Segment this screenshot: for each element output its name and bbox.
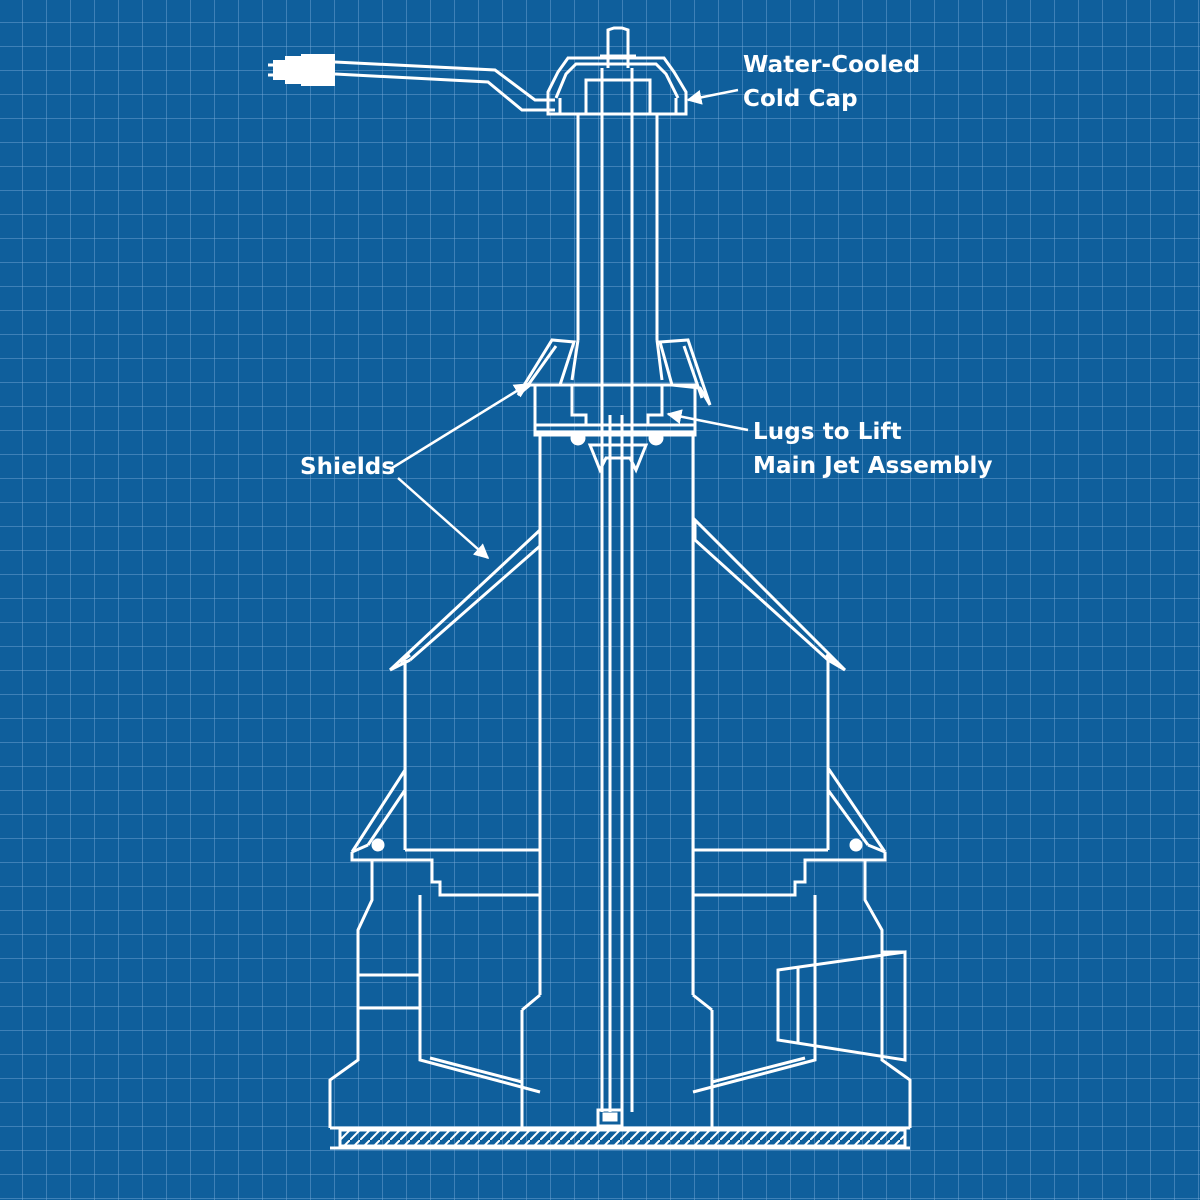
shields-label: Shields bbox=[300, 454, 396, 480]
lugs-label-line2: Main Jet Assembly bbox=[753, 453, 993, 479]
lugs-label-line1: Lugs to Lift bbox=[753, 419, 902, 445]
lug-assembly bbox=[533, 383, 697, 474]
lower-shield bbox=[350, 763, 887, 854]
middle-stage bbox=[403, 660, 830, 852]
top-shield bbox=[516, 338, 712, 406]
water-cooled-cold-cap bbox=[268, 26, 688, 116]
heater-base bbox=[330, 1126, 910, 1150]
upper-tube bbox=[570, 68, 664, 415]
middle-shield bbox=[388, 516, 847, 672]
boiler-housing bbox=[328, 860, 912, 1128]
main-jet-column bbox=[520, 415, 714, 1128]
cold-cap-label-line2: Cold Cap bbox=[743, 86, 858, 112]
lugs-label: Lugs to Lift Main Jet Assembly bbox=[753, 415, 993, 483]
lower-stage bbox=[350, 852, 887, 1094]
cold-cap-label: Water-Cooled Cold Cap bbox=[743, 48, 920, 116]
callout-arrows bbox=[391, 88, 749, 559]
cold-cap-label-line1: Water-Cooled bbox=[743, 52, 921, 78]
